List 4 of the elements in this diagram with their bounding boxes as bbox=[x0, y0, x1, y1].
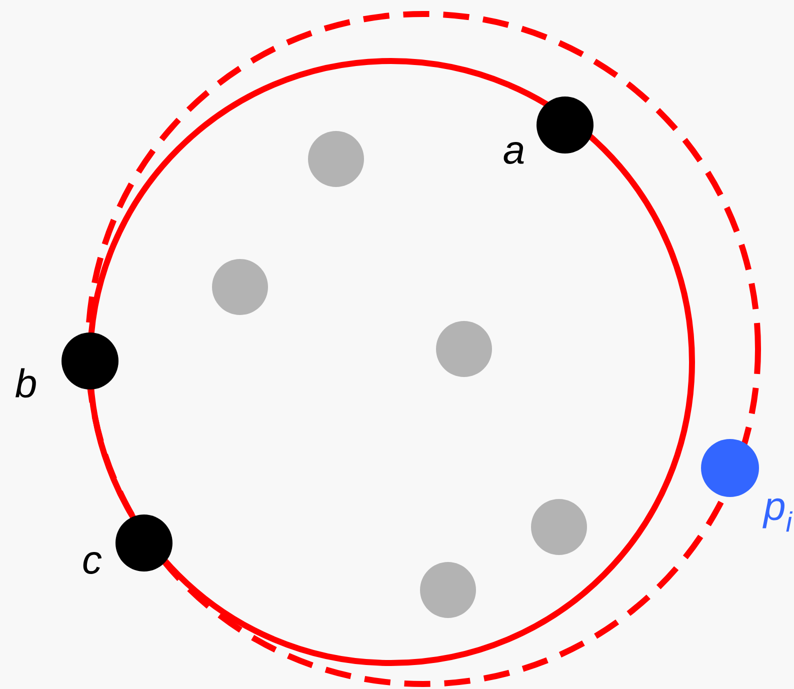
point-label: p$_{i}$ bbox=[762, 498, 793, 532]
point-label: b bbox=[15, 368, 36, 398]
point-label: a bbox=[504, 142, 524, 164]
point-label: c bbox=[83, 552, 102, 574]
